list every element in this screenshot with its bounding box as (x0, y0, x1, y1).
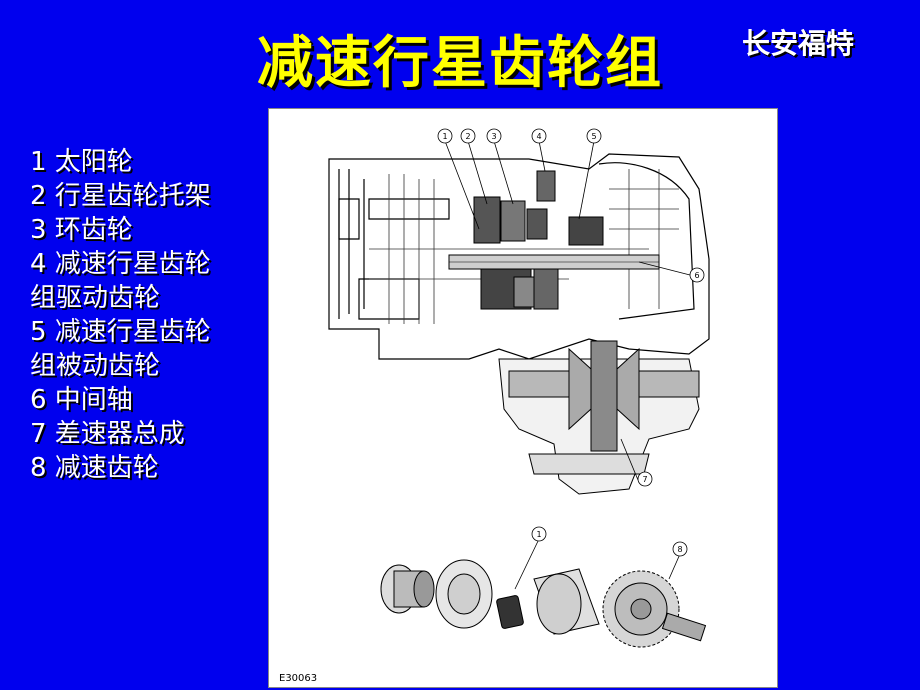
callout-label: 2 (465, 132, 470, 141)
legend-item: 2 行星齿轮托架 (30, 181, 211, 211)
planetary-gearset (473, 170, 604, 310)
page-title: 减速行星齿轮组 (257, 31, 663, 96)
figure-id-label: E30063 (279, 673, 318, 684)
legend-item: 3 环齿轮 (30, 215, 133, 245)
legend-item: 组驱动齿轮 (30, 283, 161, 313)
legend-item: 8 减速齿轮 (30, 453, 159, 483)
cross-section-drawing: 1 2 3 4 5 6 7 1 8 (328, 128, 710, 648)
callout-label: 1 (536, 530, 541, 539)
callout-markers (437, 128, 705, 590)
exploded-parts (380, 559, 707, 648)
legend-item: 5 减速行星齿轮 (30, 317, 211, 347)
transmission-diagram: 1 2 3 4 5 6 7 1 8 E30063 (268, 108, 778, 688)
callout-label: 4 (536, 132, 541, 141)
legend-item: 1 太阳轮 (30, 147, 133, 177)
differential-assembly (498, 340, 700, 495)
callout-label: 7 (642, 475, 647, 484)
transmission-housing (328, 153, 710, 360)
internal-details (369, 169, 679, 324)
callout-label: 6 (694, 271, 699, 280)
callout-label: 1 (442, 132, 447, 141)
parts-legend: 1 太阳轮 2 行星齿轮托架 3 环齿轮 4 减速行星齿轮 组驱动齿轮 5 减速… (30, 145, 270, 485)
legend-item: 7 差速器总成 (30, 419, 185, 449)
callout-label: 5 (591, 132, 596, 141)
callout-label: 8 (677, 545, 682, 554)
legend-item: 6 中间轴 (30, 385, 133, 415)
legend-item: 组被动齿轮 (30, 351, 161, 381)
brand-label: 长安福特 (742, 27, 855, 60)
legend-item: 4 减速行星齿轮 (30, 249, 211, 279)
callout-label: 3 (491, 132, 496, 141)
